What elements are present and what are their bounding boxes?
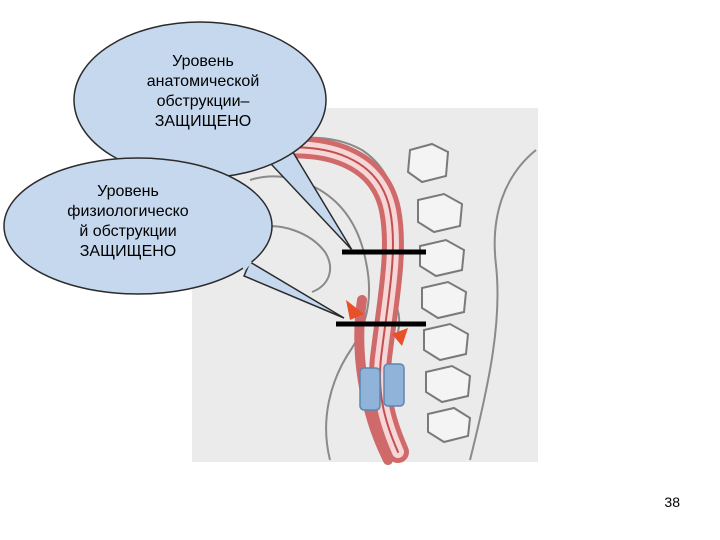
airway-tube-center-line [261, 146, 399, 453]
red-arrow-left [346, 300, 364, 320]
posterior-neck-outline [469, 149, 537, 461]
bubble-physiological-line-4: ЗАЩИЩЕНО [79, 243, 177, 260]
bubble-anatomical [73, 21, 353, 251]
bubble-anatomical-line-4: ЗАЩИЩЕНО [154, 113, 252, 130]
bubble-anatomical-line-1: Уровень [172, 53, 234, 70]
cuff-left [359, 367, 381, 411]
bubble-physiological-line-1: Уровень [97, 183, 159, 200]
vertebra-1 [406, 142, 450, 184]
bubble-physiological-shape [3, 157, 273, 295]
vertebra-5 [423, 322, 470, 362]
bubble-physiological-text: Уровень физиологическо й обструкции ЗАЩИ… [28, 182, 228, 262]
bubble-physiological-line-2: физиологическо [67, 203, 189, 220]
bubble-anatomical-text: Уровень анатомической обструкции– ЗАЩИЩЕ… [118, 52, 288, 132]
vertebra-4 [421, 280, 468, 320]
bubble-physiological-line-3: й обструкции [79, 223, 177, 240]
bubble-physiological-pointer [243, 260, 345, 319]
bubble-anatomical-line-2: анатомической [146, 73, 260, 90]
vertebra-3 [419, 238, 466, 278]
red-arrow-right [392, 328, 408, 346]
bubble-physiological [3, 157, 345, 319]
bubble-anatomical-line-3: обструкции– [156, 93, 250, 110]
page-number: 38 [664, 494, 680, 510]
vertebra-6 [425, 364, 472, 404]
tongue-outline [255, 225, 332, 293]
vertebra-2 [417, 192, 464, 234]
cervical-vertebrae [406, 142, 472, 444]
cuff-right [383, 363, 405, 407]
vertebra-7 [427, 406, 472, 444]
